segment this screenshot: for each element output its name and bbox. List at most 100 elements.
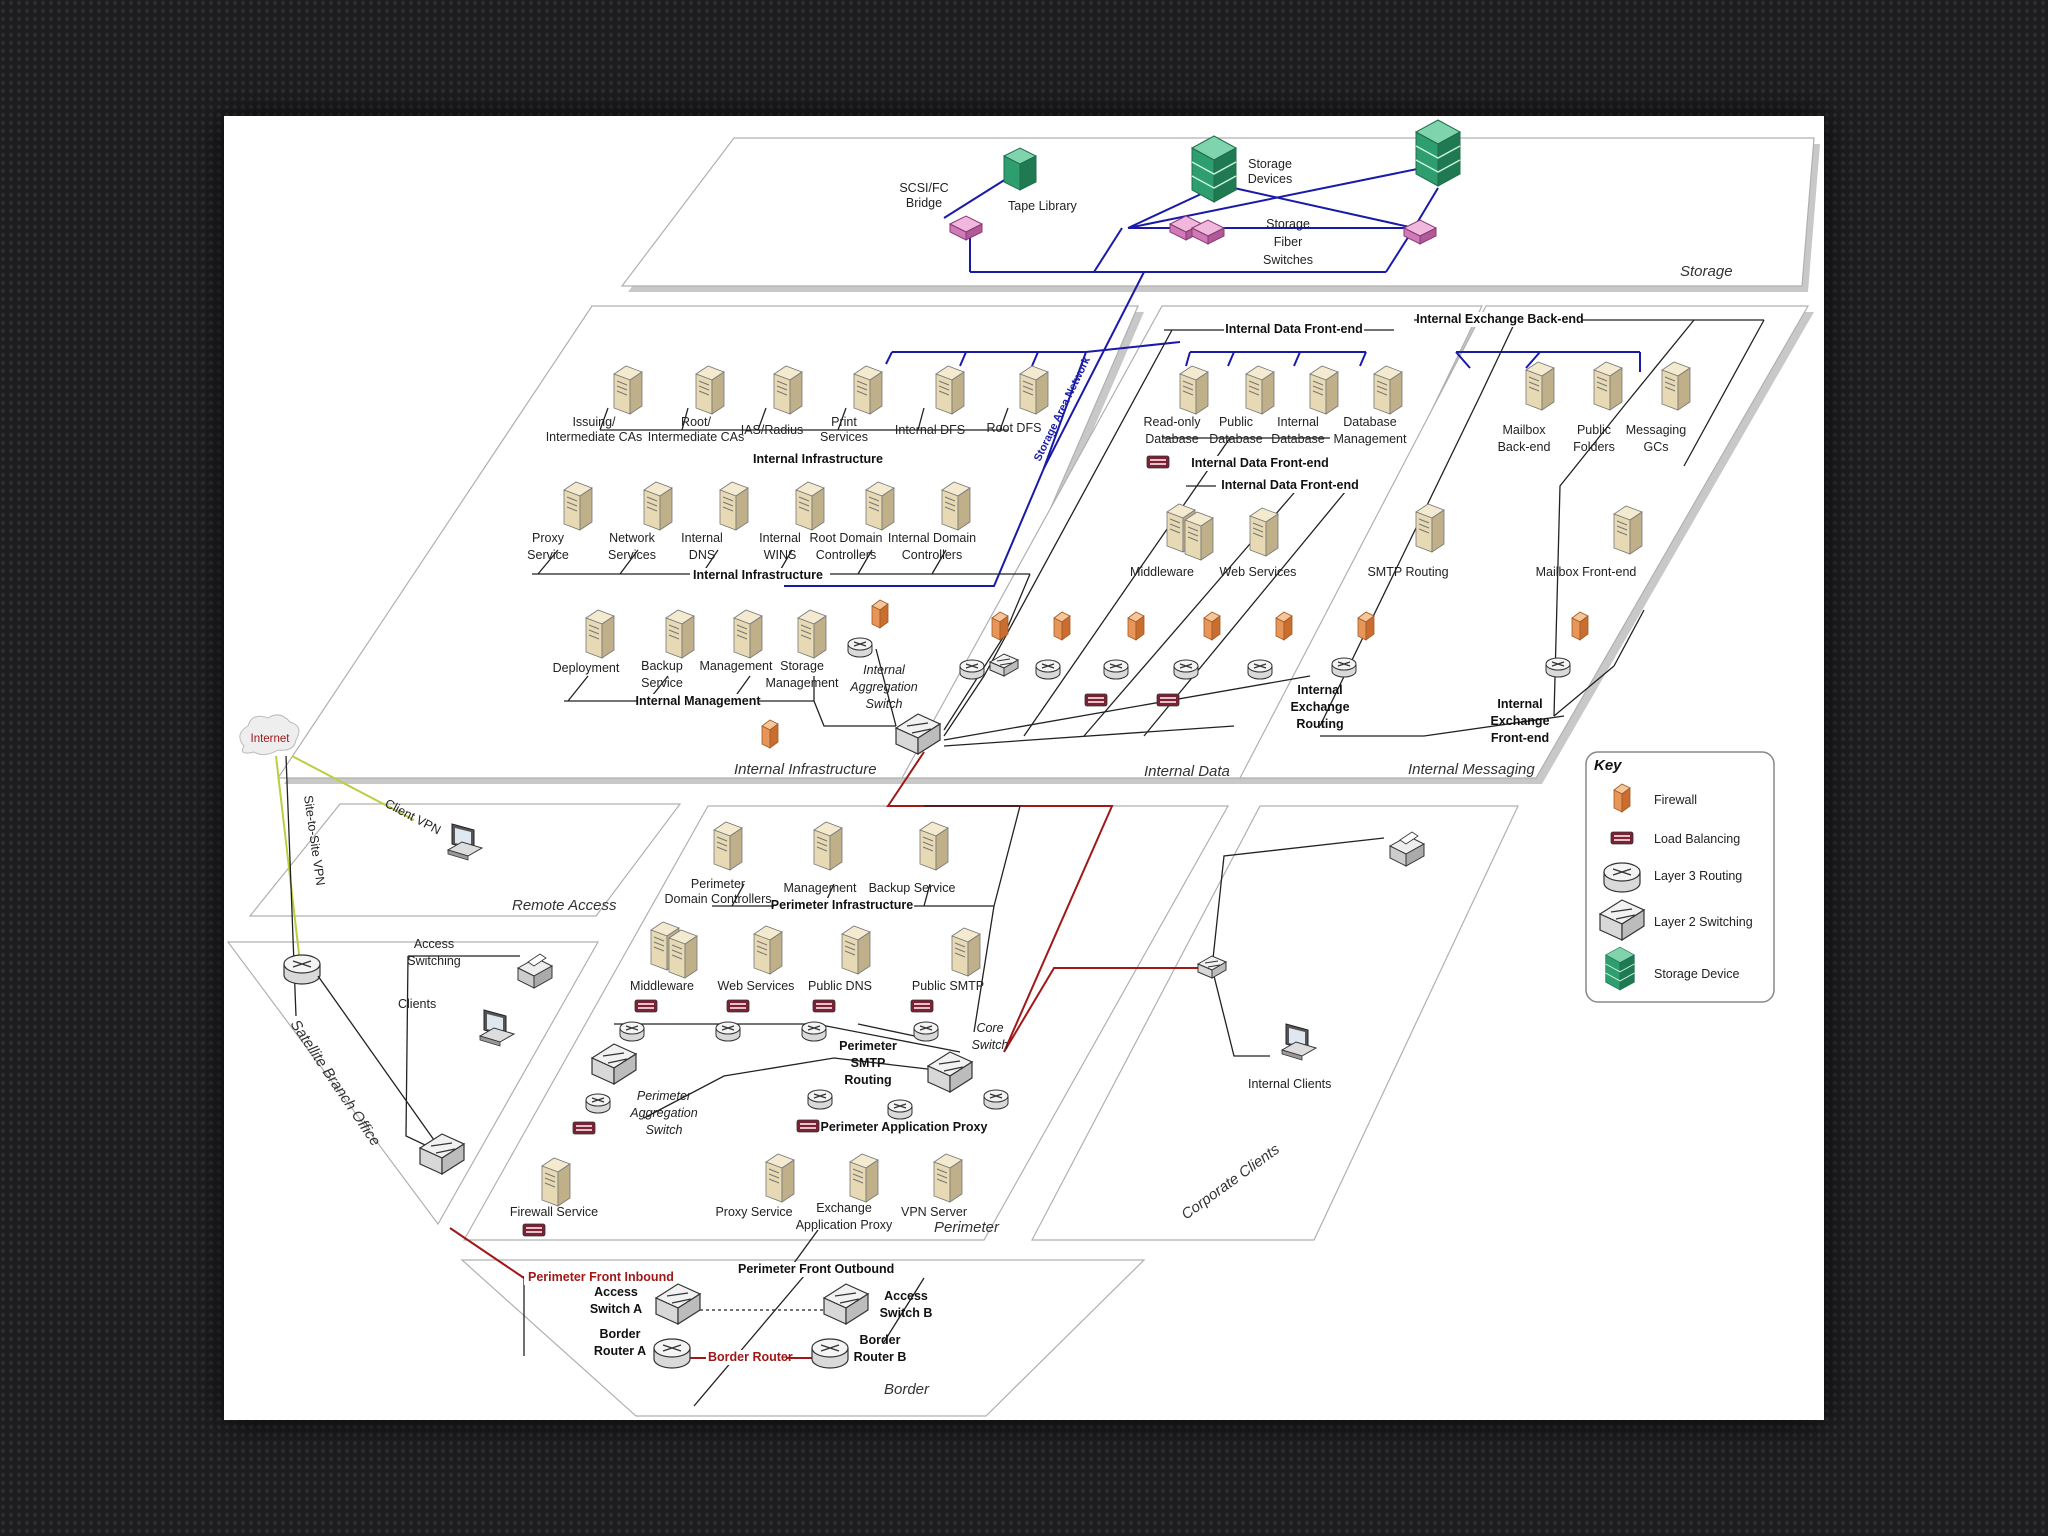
- legend-storage-device-label: Storage Device: [1654, 967, 1740, 981]
- router-icon: [619, 1021, 645, 1042]
- infra-label-root-dfs: Root DFS: [987, 421, 1042, 435]
- infra-label-deployment: Deployment: [553, 661, 620, 675]
- perimeter-proxy-service-icon: [765, 1153, 795, 1203]
- database-server-icon: [1373, 365, 1403, 415]
- database-server-icon: [1245, 365, 1275, 415]
- router-icon: [807, 1089, 833, 1110]
- perimeter-vpn-server-icon: [933, 1153, 963, 1203]
- server-icon: [665, 609, 695, 659]
- server-icon: [795, 481, 825, 531]
- router-icon: [913, 1021, 939, 1042]
- firewall-icon: [1053, 611, 1071, 641]
- firewall-icon: [1357, 611, 1375, 641]
- router-icon: [1035, 659, 1061, 680]
- messaging-gcs-server-icon: [1661, 361, 1691, 411]
- legend-firewall-icon: [1613, 783, 1631, 813]
- perimeter-label-web-services: Web Services: [718, 979, 795, 993]
- server-icon: [797, 609, 827, 659]
- perimeter-exchange-proxy-icon: [849, 1153, 879, 1203]
- corporate-clients-zone: [1031, 805, 1519, 1241]
- infra-label-issuing-ca: Issuing/Intermediate CAs: [546, 415, 643, 444]
- storage-device-icon: [1415, 119, 1461, 187]
- load-balancer-icon: [1156, 693, 1180, 707]
- internet-label: Internet: [251, 733, 291, 745]
- server-icon: [865, 481, 895, 531]
- perimeter-label-backup: Backup Service: [869, 881, 956, 895]
- database-server-icon: [1179, 365, 1209, 415]
- legend-load-balancing-icon: [1610, 831, 1634, 845]
- router-icon: [585, 1093, 611, 1114]
- firewall-icon: [1203, 611, 1221, 641]
- firewall-icon: [871, 599, 889, 629]
- server-icon: [643, 481, 673, 531]
- server-icon: [585, 609, 615, 659]
- messaging-label-smtp-routing: SMTP Routing: [1367, 565, 1448, 579]
- infra-label-root-ca: Root/Intermediate CAs: [648, 415, 745, 444]
- load-balancer-icon: [634, 999, 658, 1013]
- router-icon: [983, 1089, 1009, 1110]
- data-label-middleware: Middleware: [1130, 565, 1194, 579]
- legend-title: Key: [1594, 757, 1622, 774]
- router-icon: [715, 1021, 741, 1042]
- server-icon: [613, 365, 643, 415]
- web-services-icon: [1249, 507, 1279, 557]
- tape-library-label: Tape Library: [1008, 199, 1078, 213]
- infra-bar-1: Internal Infrastructure: [753, 452, 883, 466]
- legend-layer3-routing-icon: [1603, 862, 1641, 893]
- perimeter-label-public-smtp: Public SMTP: [912, 979, 984, 993]
- zone-label-internal-infrastructure: Internal Infrastructure: [734, 761, 877, 778]
- perimeter-label-middleware: Middleware: [630, 979, 694, 993]
- server-icon: [941, 481, 971, 531]
- server-icon: [733, 609, 763, 659]
- legend: Key Firewall Load Balancing Layer 3 Rout…: [1585, 751, 1775, 1003]
- messaging-label-mailbox-front-end: Mailbox Front-end: [1536, 565, 1637, 579]
- perimeter-public-smtp-icon: [951, 927, 981, 977]
- tape-library-icon: [1003, 147, 1037, 191]
- internal-infrastructure-section: Issuing/Intermediate CAs Root/Intermedia…: [527, 341, 1181, 778]
- mailbox-front-end-server-icon: [1613, 505, 1643, 555]
- perimeter-label-proxy-service: Proxy Service: [715, 1205, 792, 1219]
- router-icon: [1173, 659, 1199, 680]
- perimeter-public-dns-icon: [841, 925, 871, 975]
- zone-label-internal-messaging: Internal Messaging: [1408, 761, 1535, 778]
- internal-messaging-zone: [1239, 305, 1810, 779]
- router-icon: [1247, 659, 1273, 680]
- border-router-link-label: Border Router: [708, 1350, 793, 1364]
- infra-label-management: Management: [700, 659, 773, 673]
- perimeter-app-proxy-bar: Perimeter Application Proxy: [821, 1120, 988, 1134]
- perimeter-label-firewall-service: Firewall Service: [510, 1205, 598, 1219]
- legend-layer3-routing-label: Layer 3 Routing: [1654, 869, 1742, 883]
- data-front-end-mid: Internal Data Front-end: [1191, 456, 1329, 470]
- zone-label-border: Border: [884, 1381, 930, 1398]
- perimeter-dc-icon: [713, 821, 743, 871]
- perimeter-front-inbound-bar: Perimeter Front Inbound: [528, 1270, 674, 1284]
- load-balancer-icon: [726, 999, 750, 1013]
- perimeter-label-management: Management: [784, 881, 857, 895]
- router-icon: [801, 1021, 827, 1042]
- zone-label-internal-data: Internal Data: [1144, 763, 1230, 780]
- remote-access-zone: [248, 803, 682, 917]
- router-icon: [1545, 657, 1571, 678]
- load-balancer-icon: [812, 999, 836, 1013]
- legend-load-balancing-label: Load Balancing: [1654, 832, 1740, 846]
